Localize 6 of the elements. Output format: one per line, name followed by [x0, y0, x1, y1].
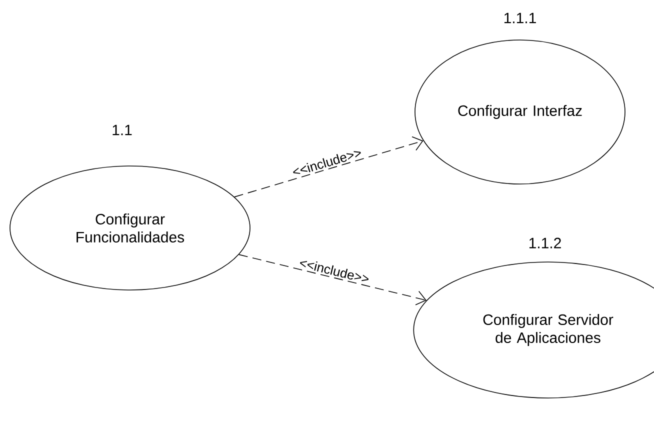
include-arrow [234, 136, 424, 198]
use-case-number: 1.1 [112, 124, 132, 136]
use-case-number: 1.1.1 [504, 12, 536, 24]
edge-label: <<include>> [300, 261, 369, 282]
include-arrow [238, 254, 427, 306]
use-case-number: 1.1.2 [529, 238, 561, 248]
